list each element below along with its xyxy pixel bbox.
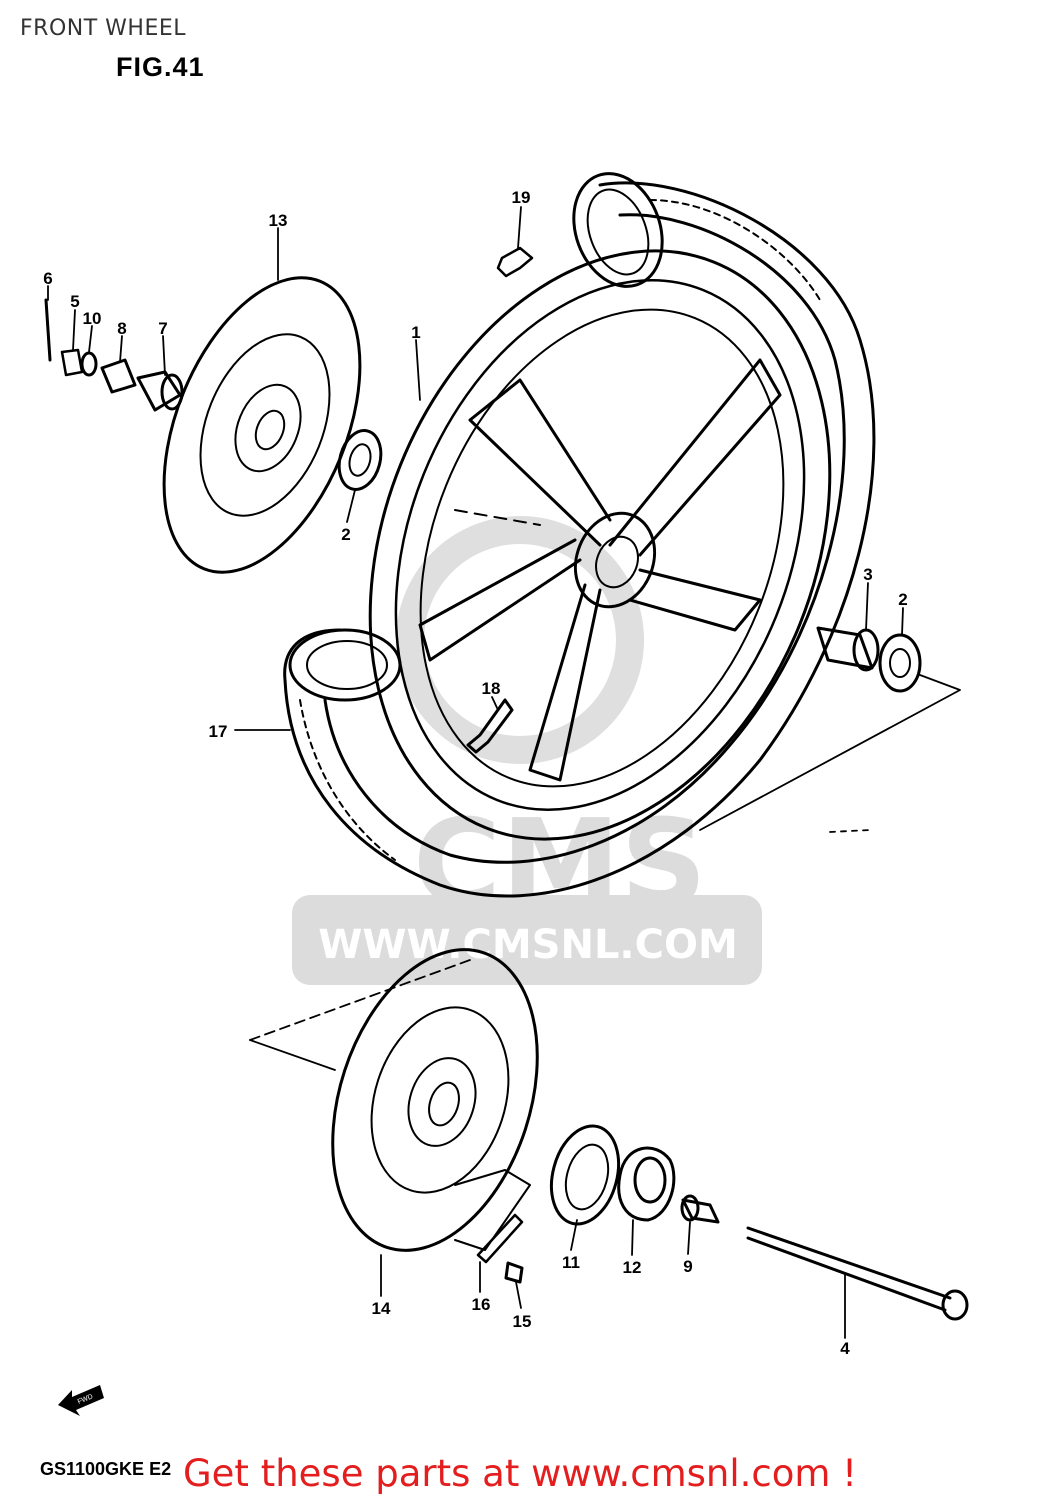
valve-18 <box>466 698 514 754</box>
callout-12: 12 <box>623 1258 642 1277</box>
callout-5: 5 <box>70 292 79 311</box>
figure-label: FIG.41 <box>116 52 205 82</box>
callout-4: 4 <box>840 1339 850 1358</box>
tire <box>283 172 876 898</box>
right-axle-parts <box>816 626 922 693</box>
leader-lines <box>47 206 904 1339</box>
bolt-15 <box>504 1261 524 1284</box>
callout-19: 19 <box>512 188 531 207</box>
callout-2-right: 2 <box>898 590 907 609</box>
watermark: CMS WWW.CMSNL.COM <box>292 516 762 985</box>
callout-1: 1 <box>411 323 420 342</box>
spacer-8 <box>100 358 137 394</box>
callout-13: 13 <box>269 211 288 230</box>
callout-8: 8 <box>117 319 126 338</box>
watermark-url-plate <box>292 895 762 985</box>
speedometer-gearbox-12 <box>617 1146 676 1222</box>
balance-weight-19 <box>496 246 534 278</box>
lower-hub-parts <box>454 1124 969 1321</box>
left-axle-parts <box>44 298 383 491</box>
spacer-9 <box>681 1198 720 1224</box>
callout-numbers: 13 6 5 10 8 7 1 2 19 3 2 17 18 14 16 15 … <box>43 188 907 1358</box>
guide-lines <box>249 674 961 1071</box>
axle-4 <box>746 1226 952 1300</box>
callout-6: 6 <box>43 269 52 288</box>
lower-brake-disc <box>331 948 539 1252</box>
callout-11: 11 <box>562 1253 580 1272</box>
model-code: GS1100GKE E2 <box>40 1459 172 1479</box>
upper-brake-disc <box>162 276 362 574</box>
valve-and-weight <box>466 246 534 754</box>
wheel-rim <box>368 249 832 841</box>
callout-15: 15 <box>513 1312 532 1331</box>
callout-18: 18 <box>482 679 501 698</box>
washer-5 <box>60 348 84 377</box>
callout-7: 7 <box>158 319 167 338</box>
callout-14: 14 <box>372 1299 391 1318</box>
watermark-url: WWW.CMSNL.COM <box>318 922 738 968</box>
nut-10 <box>80 351 98 377</box>
collar-7 <box>136 370 182 412</box>
callout-2-left: 2 <box>341 525 350 544</box>
callout-10: 10 <box>83 309 102 328</box>
forward-direction-arrow-icon: FWD <box>58 1385 104 1416</box>
wheel-hub <box>573 511 657 609</box>
dust-seal-11 <box>549 1124 621 1226</box>
page-title: FRONT WHEEL <box>20 16 186 41</box>
promo-link[interactable]: Get these parts at www.cmsnl.com ! <box>183 1452 858 1495</box>
bearing-2-left <box>337 429 383 491</box>
lock-washer-16 <box>476 1213 524 1264</box>
bolt-6 <box>44 298 52 362</box>
callout-3: 3 <box>863 565 872 584</box>
bearing-2-right <box>878 633 922 693</box>
callout-9: 9 <box>683 1257 692 1276</box>
callout-17: 17 <box>209 722 228 741</box>
callout-16: 16 <box>472 1295 491 1314</box>
